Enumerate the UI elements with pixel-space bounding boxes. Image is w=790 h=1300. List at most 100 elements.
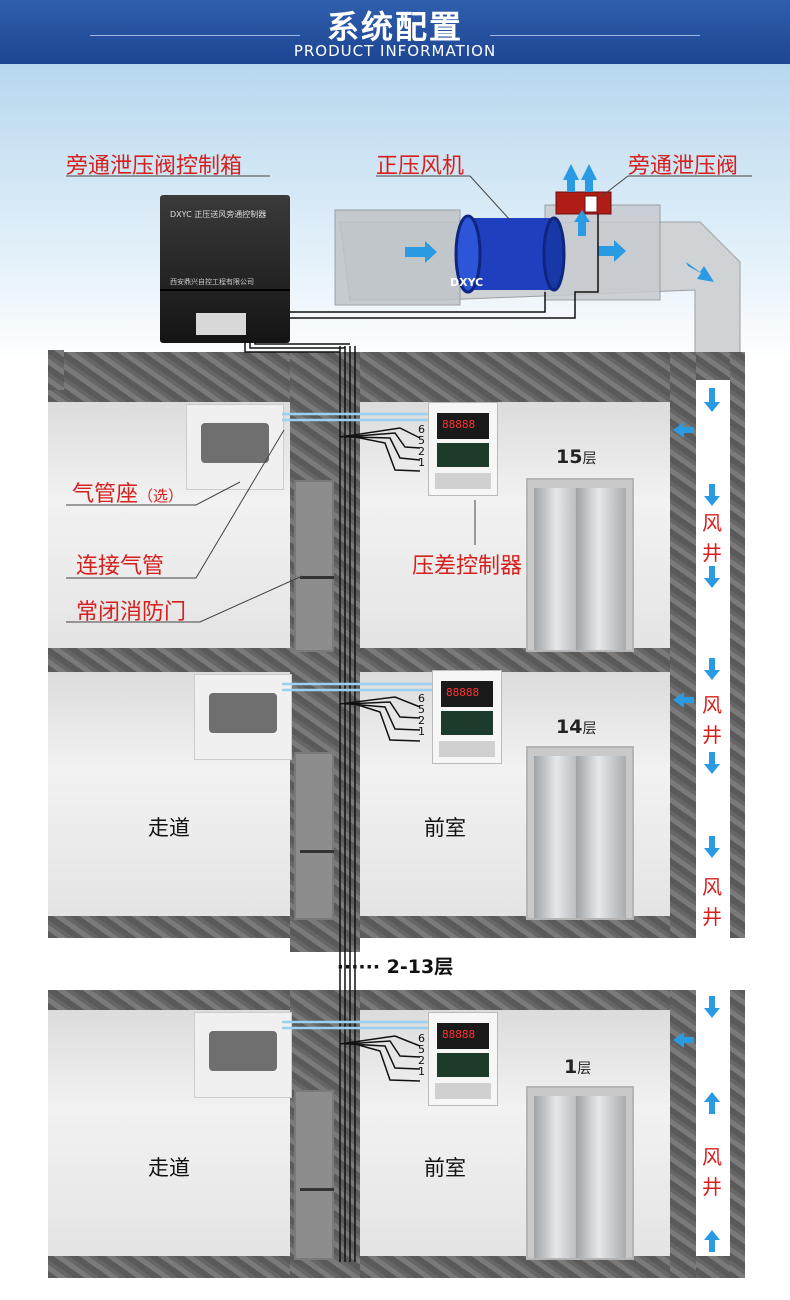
controller-panel [437, 1053, 489, 1077]
gas-pipe-seat-15 [186, 404, 284, 490]
airflow-arrow-icon [704, 752, 720, 774]
display-reading: 88888 [442, 1028, 476, 1041]
gas-pipe-seat-14 [194, 674, 292, 760]
airflow-arrow-icon [704, 1230, 720, 1252]
branch-1 [354, 1043, 421, 1082]
airflow-arrow-icon [704, 388, 720, 412]
ceiling-slab-1 [48, 990, 745, 1010]
floor-slab-1 [48, 1256, 745, 1278]
gas-seat-face [209, 1031, 277, 1071]
door-handle [300, 850, 334, 853]
display-reading: 88888 [442, 418, 476, 431]
fire-door-1 [294, 1090, 334, 1260]
branch-15 [344, 432, 421, 449]
airflow-arrow-icon [704, 1092, 720, 1114]
wind-shaft-label: 风井 [702, 875, 722, 929]
floor-number: 1 [564, 1056, 578, 1078]
door-handle [300, 576, 334, 579]
controller-terminals [439, 741, 495, 757]
display-reading: 88888 [446, 686, 480, 699]
shaft-arrows [673, 388, 720, 1252]
terminal-label: 6 [418, 1032, 425, 1045]
wind-shaft-lower [696, 990, 730, 1256]
controller-terminals [435, 1083, 491, 1099]
wind-shaft-label: 风井 [702, 693, 722, 747]
terminal-label: 2 [418, 714, 425, 727]
fan-brand: DXYC [450, 276, 484, 289]
terminal-label: 2 [418, 445, 425, 458]
positive-pressure-fan [468, 218, 554, 290]
floor-unit: 层 [577, 1061, 592, 1077]
page-subtitle: PRODUCT INFORMATION [293, 42, 497, 60]
floor-number: 15 [556, 446, 583, 468]
fan-inlet-ring [454, 214, 482, 294]
controller-panel [441, 711, 493, 735]
gas-seat-callout: 气管座（选） [72, 476, 183, 508]
elevator-door-right [576, 756, 626, 918]
elevator-door-left [534, 488, 584, 650]
floor-slab-14 [48, 916, 745, 938]
bypass-valve-label: 旁通泄压阀 [628, 154, 739, 179]
controller-display: 88888 [437, 413, 489, 439]
valve-leader-line [601, 175, 629, 197]
bypass-valve-port [584, 195, 598, 213]
gas-pipe-leader [66, 429, 285, 579]
gas-pipe-callout: 连接气管 [76, 554, 165, 579]
bypass-control-box: DXYC 正压送风旁通控制器 西安鼎兴自控工程有限公司 [160, 195, 290, 343]
branch-1 [344, 1040, 421, 1058]
middle-floors-label: ······ 2-13层 [336, 956, 454, 978]
floor-label-1: 1层 [564, 1056, 591, 1078]
terminal-label: 1 [418, 456, 425, 469]
branch-15 [339, 427, 421, 439]
header-divider-left [90, 35, 300, 36]
floor-number: 14 [556, 716, 583, 738]
elevator-door-left [534, 756, 584, 918]
control-box-title: DXYC 正压送风旁通控制器 [170, 210, 267, 219]
door-handle [300, 1188, 334, 1191]
terminal-label: 5 [418, 703, 425, 716]
wind-shaft-label: 风井 [702, 1145, 722, 1199]
floor-label-15: 15层 [556, 446, 596, 468]
airflow-arrow-icon [581, 164, 597, 192]
fire-door-15 [294, 480, 334, 652]
branch-14 [339, 696, 421, 708]
terminal-label: 5 [418, 1043, 425, 1056]
branch-14 [354, 703, 421, 742]
cable-to-valve [290, 214, 599, 319]
pressure-controller-14: 88888 [432, 670, 502, 764]
airflow-arrow-icon [704, 484, 720, 506]
airflow-arrow-icon [673, 422, 694, 438]
gas-pipe-seat-1 [194, 1012, 292, 1098]
callout-lines [66, 429, 476, 623]
header-divider-right [490, 35, 700, 36]
cable-from-box [244, 342, 340, 353]
terminal-labels-14: 6 5 2 1 [418, 693, 425, 737]
airflow-arrow-icon [673, 692, 694, 708]
branch-14 [344, 701, 421, 719]
corridor-label-1: 走道 [148, 1156, 190, 1180]
elevator-14 [526, 746, 634, 920]
shaft-outer-wall-upper [730, 352, 745, 938]
gas-seat-face [201, 423, 269, 463]
airflow-arrow-icon [704, 836, 720, 858]
terminal-labels-15: 6 5 2 1 [418, 424, 425, 468]
fire-door-callout: 常闭消防门 [76, 600, 187, 625]
branch-15 [354, 436, 421, 472]
airflow-arrow-icon [563, 164, 579, 192]
airflow-arrow-icon [686, 262, 714, 282]
cable-to-fan [290, 292, 546, 313]
floor-slab-15 [48, 648, 745, 672]
airflow-arrow-icon [673, 1032, 694, 1048]
airflow-arrow-icon [405, 241, 437, 263]
fire-door-14 [294, 752, 334, 920]
wall-left-top [48, 350, 64, 390]
control-box-company: 西安鼎兴自控工程有限公司 [170, 278, 254, 286]
terminal-label: 2 [418, 1054, 425, 1067]
floor-unit: 层 [582, 721, 597, 737]
fire-door-leader [66, 575, 303, 623]
terminal-label: 1 [418, 1065, 425, 1078]
elevator-1 [526, 1086, 634, 1260]
duct-inlet [334, 209, 461, 306]
controller-display: 88888 [441, 681, 493, 707]
shaft-outer-wall-lower [730, 990, 745, 1278]
